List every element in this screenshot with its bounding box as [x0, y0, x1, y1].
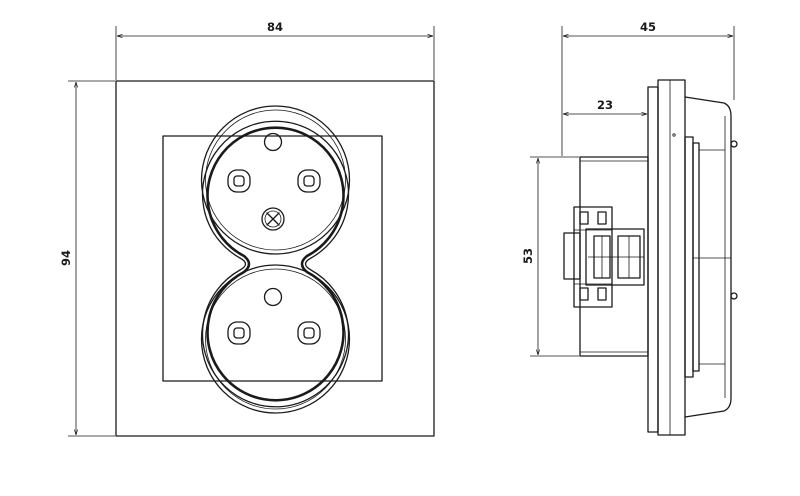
outer-frame — [115, 80, 435, 437]
width-dimension: 84 — [115, 20, 435, 80]
screw-icon — [261, 207, 285, 231]
width-dimension-label: 84 — [267, 20, 283, 34]
depth-dimension-label: 45 — [640, 20, 656, 34]
socket-hole-left-lower — [227, 321, 251, 345]
height-dimension-label: 94 — [59, 250, 73, 266]
upper-socket — [200, 105, 351, 255]
front-depth-dimension-label: 23 — [597, 98, 613, 112]
socket-hole-right-lower — [297, 321, 321, 345]
module-body — [579, 156, 649, 357]
front-depth-dimension: 23 — [563, 98, 649, 118]
earth-pin-lower — [263, 287, 283, 307]
mounting-plate — [162, 135, 383, 382]
socket-body — [201, 120, 350, 408]
body-height-dimension: 53 — [521, 156, 579, 357]
socket-hole-left-upper — [227, 169, 251, 193]
terminal-clamp — [563, 206, 645, 308]
body-height-dimension-label: 53 — [521, 248, 535, 264]
depth-dimension: 45 — [561, 20, 735, 156]
socket-front-profile — [684, 96, 732, 418]
side-view: 45 23 53 — [521, 20, 738, 436]
lower-socket — [200, 264, 351, 414]
front-view: 84 94 — [59, 20, 435, 437]
frame-side — [647, 86, 659, 433]
cover-plate-side — [657, 79, 686, 436]
earth-pin-upper — [263, 132, 283, 152]
socket-hole-right-upper — [297, 169, 321, 193]
height-dimension: 94 — [59, 80, 115, 437]
